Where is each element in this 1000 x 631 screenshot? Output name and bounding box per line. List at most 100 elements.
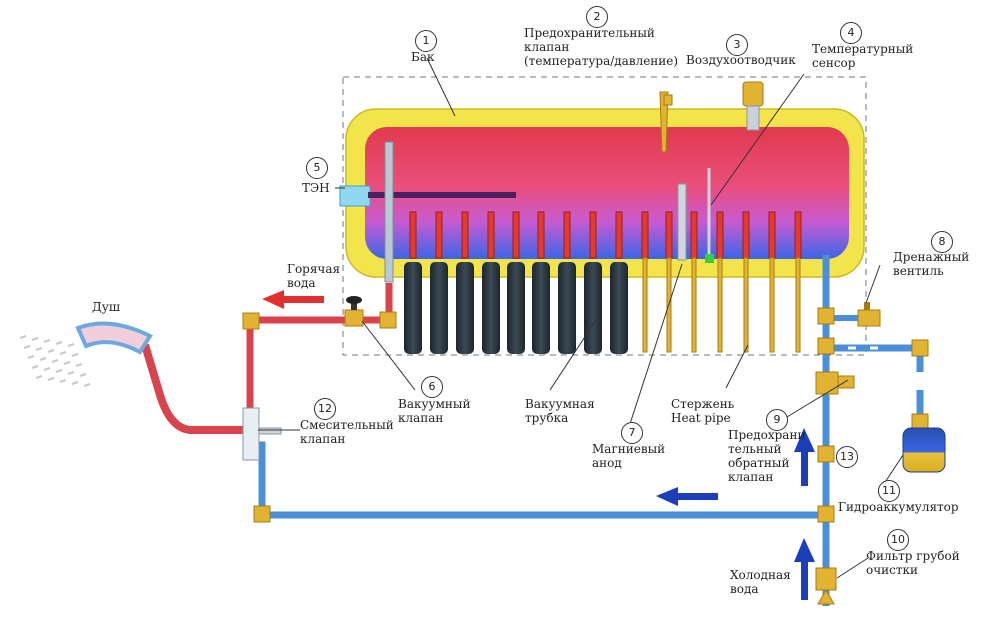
return-flow-arrow [656,487,718,506]
upflow-arrow-13 [794,428,815,486]
heat-pipe-condenser [435,211,443,259]
spray-drop [39,357,47,361]
label-number-11: 11 [878,480,900,502]
label-number-4: 4 [840,22,862,44]
heat-pipe-condenser [716,211,724,259]
mixing-valve-label: Смесительный клапан [300,418,394,446]
label-number-8: 8 [931,231,953,253]
spray-drop [43,339,51,343]
evacuated-tube [532,262,550,354]
heat-pipe-condenser [665,211,673,259]
heat-pipe-condenser [742,211,750,259]
spray-drop [67,343,75,347]
cold-water-label: Холодная вода [730,568,791,596]
hot-water-pipe [141,283,393,434]
spray-drop [71,353,79,357]
heat-pipe-condenser [589,211,597,259]
label-number-13: 13 [836,446,858,468]
tank [345,108,865,278]
tank-label: Бак [411,50,435,64]
pipe-fitting [817,505,835,523]
brass-fittings [242,307,929,523]
spray-drop [31,337,39,341]
coarse-filter-label: Фильтр грубой очистки [866,549,960,577]
temperature-sensor [705,168,714,263]
vacuum-valve [344,296,364,327]
drain-valve-label: Дренажный вентиль [893,250,970,278]
heat-pipe-rod [691,257,697,353]
label-number-9: 9 [766,409,788,431]
spray-drop [83,383,91,387]
hydro-accumulator [902,413,946,473]
heat-pipe-condenser [537,211,545,259]
heat-pipe-rod [717,257,723,353]
spray-drop [47,349,55,353]
spray-drop [19,335,27,339]
system-boundary [342,76,867,356]
heat-pipe-condenser [615,211,623,259]
pipe-fitting [253,505,271,523]
label-number-3: 3 [726,34,748,56]
label-number-5: 5 [306,157,328,179]
leader-lines [258,57,904,579]
heat-pipe-rod [795,257,801,353]
vacuum-tubes [404,211,802,354]
spray-drop [63,361,71,365]
heat-pipe-condenser [461,211,469,259]
cold-inlet-arrow [794,538,815,600]
spray-drop [55,369,63,373]
heat-pipe-condenser [563,211,571,259]
pipe-fitting [379,311,397,329]
pipe-fitting [911,339,929,357]
safety-valve-label: Предохранительный клапан (температура/да… [524,26,679,68]
accumulator-label: Гидроаккумулятор [838,500,959,514]
drain-valve [857,302,881,327]
evacuated-tube [404,262,422,354]
evacuated-tube [584,262,602,354]
spray-drop [71,381,79,385]
evacuated-tube [558,262,576,354]
coarse-filter [815,567,837,605]
air-vent-label: Воздухоотводчик [686,53,796,67]
heat-pipe-condenser [409,211,417,259]
magnesium-anode [677,183,687,261]
heat-pipe-condenser [690,211,698,259]
shower-head [75,321,153,355]
mixing-valve [242,407,282,461]
spray-drop [59,379,67,383]
spray-drop [31,365,39,369]
heat-pipe-condenser [768,211,776,259]
spray-drop [51,359,59,363]
check-valve-label: Предохрани тельный обратный клапан [728,428,806,484]
label-number-2: 2 [586,6,608,28]
label-number-6: 6 [421,376,443,398]
vacuum-tube-label: Вакуумная трубка [525,397,595,425]
spray-drop [23,345,31,349]
shower-spray [19,335,91,387]
pipe-fitting [817,445,835,463]
evacuated-tube [430,262,448,354]
spray-drop [43,367,51,371]
label-number-10: 10 [887,529,909,551]
heating-element [339,185,516,207]
temp-sensor-label: Температурный сенсор [812,42,914,70]
spray-drop [47,377,55,381]
evacuated-tube [507,262,525,354]
pipe-fitting [817,307,835,325]
heat-pipe-condenser [641,211,649,259]
evacuated-tube [482,262,500,354]
magnesium-anode-label: Магниевый анод [592,442,666,470]
hot-outlet-pipe [384,141,394,283]
shower-label: Душ [92,300,120,314]
spray-drop [35,347,43,351]
pipe-fitting [817,337,835,355]
hot-water-label: Горячая вода [287,262,341,290]
heater-label: ТЭН [302,181,330,195]
spray-drop [67,371,75,375]
spray-drop [79,373,87,377]
heat-pipe-rod [743,257,749,353]
heat-pipe-rod [769,257,775,353]
heat-pipe-condenser [794,211,802,259]
hot-flow-arrow [262,290,324,309]
vacuum-valve-label: Вакуумный клапан [398,397,471,425]
